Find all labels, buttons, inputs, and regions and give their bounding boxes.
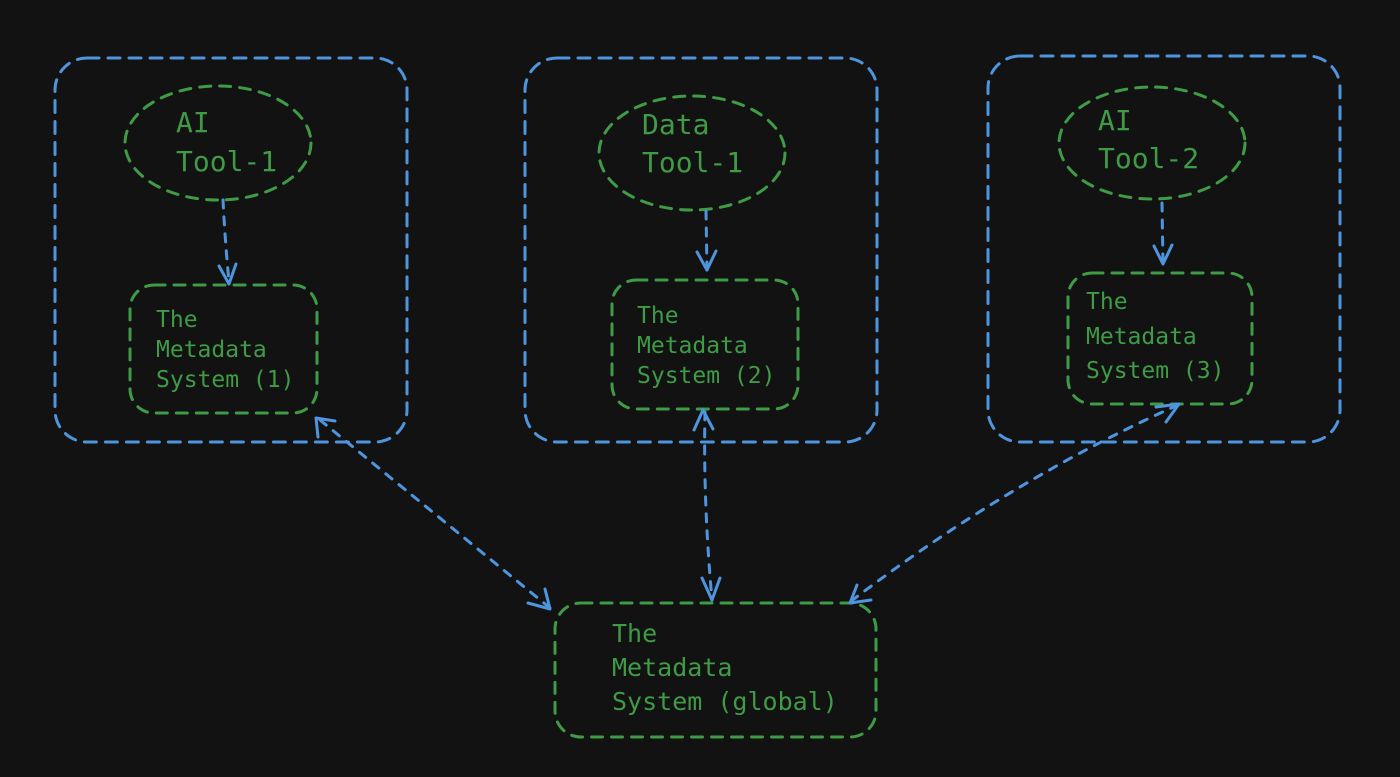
arrow-tool-3-to-system-3 bbox=[1152, 201, 1174, 266]
tool-2-label-line2: Tool-1 bbox=[642, 146, 743, 179]
metadata-system-global-line1: The bbox=[612, 619, 657, 648]
metadata-system-global-line2: Metadata bbox=[612, 653, 732, 682]
metadata-system-2-line2: Metadata bbox=[637, 333, 748, 359]
sync-arrow-system-3-global bbox=[848, 402, 1181, 605]
metadata-system-1-line3: System (1) bbox=[156, 367, 294, 393]
metadata-system-2-line3: System (2) bbox=[637, 363, 775, 389]
tool-2-label-line1: Data bbox=[642, 108, 709, 141]
tool-1-label-line2: Tool-1 bbox=[176, 145, 277, 178]
metadata-system-3-box bbox=[1066, 271, 1254, 406]
metadata-system-1-box bbox=[128, 283, 319, 415]
metadata-system-1-line2: Metadata bbox=[156, 337, 267, 363]
container-ai-tool-1 bbox=[53, 56, 409, 444]
metadata-system-global-box bbox=[553, 601, 878, 739]
container-data-tool-1 bbox=[523, 56, 879, 444]
metadata-system-3-line3: System (3) bbox=[1086, 358, 1224, 384]
tool-node-ai-tool-2 bbox=[1057, 85, 1247, 201]
tool-node-data-tool-1 bbox=[597, 94, 787, 212]
metadata-system-2-line1: The bbox=[637, 303, 679, 329]
sync-arrow-system-1-global bbox=[314, 416, 552, 611]
tool-3-label-line1: AI bbox=[1098, 104, 1132, 137]
tool-3-label-line2: Tool-2 bbox=[1098, 142, 1199, 175]
container-ai-tool-2 bbox=[986, 54, 1342, 444]
arrow-tool-1-to-system-1 bbox=[217, 198, 238, 286]
metadata-system-3-line1: The bbox=[1086, 289, 1128, 315]
metadata-system-1-line1: The bbox=[156, 307, 198, 333]
metadata-system-2-box bbox=[610, 278, 800, 411]
sync-arrow-system-2-global bbox=[692, 408, 722, 602]
metadata-system-global-line3: System (global) bbox=[612, 687, 838, 716]
tool-node-ai-tool-1 bbox=[123, 84, 313, 202]
tool-1-label-line1: AI bbox=[176, 106, 210, 139]
metadata-system-3-line2: Metadata bbox=[1086, 324, 1197, 350]
arrow-tool-2-to-system-2 bbox=[695, 209, 718, 272]
